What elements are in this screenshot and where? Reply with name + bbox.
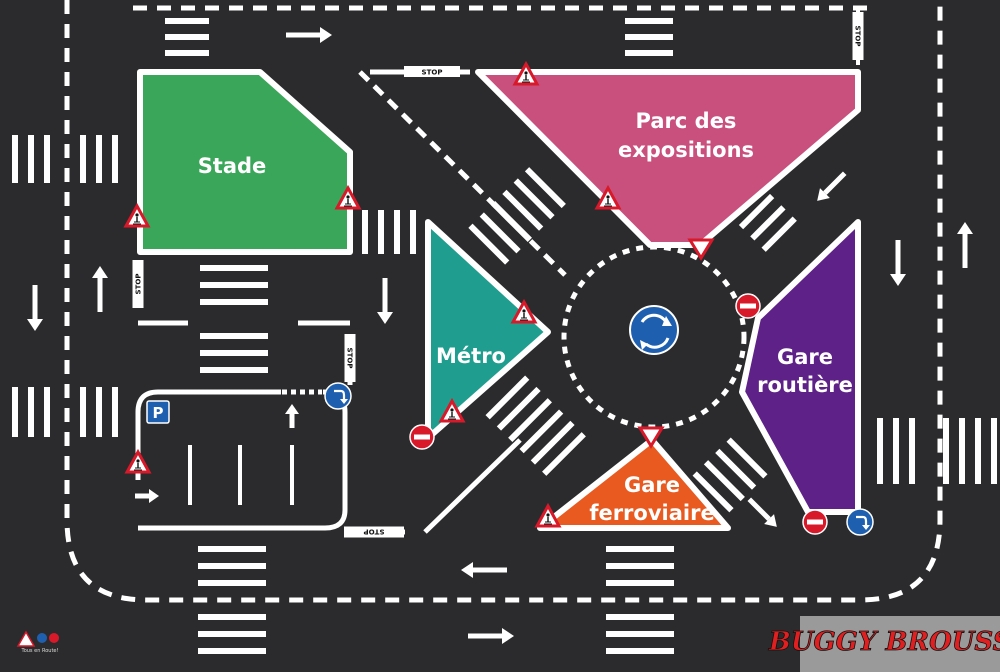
parc-label-line2: expositions <box>618 138 754 162</box>
parc-label-line1: Parc des <box>636 109 737 133</box>
no-entry-sign-icon <box>735 293 761 319</box>
crosswalk-diagonal-sw <box>485 375 586 476</box>
svg-text:P: P <box>153 404 164 422</box>
crosswalk-bottom-center <box>606 546 674 654</box>
svg-text:STOP: STOP <box>364 528 385 536</box>
stop-line-left: STOP <box>132 260 144 308</box>
metro-zone <box>425 219 551 441</box>
mandatory-turn-sign-icon <box>845 507 875 537</box>
parking-sign-icon: P <box>146 400 170 424</box>
stop-line-center: STOP <box>344 334 356 382</box>
crosswalk-diagonal-nw <box>468 167 566 265</box>
svg-text:STOP: STOP <box>346 348 354 369</box>
stop-line-top: STOP <box>404 66 460 77</box>
svg-text:STOP: STOP <box>854 26 862 47</box>
svg-text:BUGGY BROUSSE: BUGGY BROUSSE <box>768 627 1000 657</box>
pedestrian-crossing-sign-icon <box>125 450 151 474</box>
parc-expositions-zone <box>475 69 861 248</box>
stop-line-bottom: STOP <box>344 526 404 538</box>
no-entry-sign-icon <box>409 424 435 450</box>
small-logo: Tous en Route! <box>16 628 64 654</box>
gare-ferroviaire-label-line2: ferroviaire <box>589 501 714 525</box>
crosswalk-left-bottom <box>12 387 118 437</box>
crosswalk-left-top <box>12 135 118 183</box>
gare-routiere-label-line1: Gare <box>777 345 833 369</box>
svg-text:STOP: STOP <box>135 274 143 295</box>
direction-arrows <box>27 27 973 644</box>
roundabout-sign-icon <box>629 305 679 355</box>
crosswalk-top-left <box>165 18 209 56</box>
svg-text:Tous en Route!: Tous en Route! <box>21 648 59 654</box>
stade-label: Stade <box>198 154 267 178</box>
svg-text:STOP: STOP <box>422 69 443 77</box>
crosswalk-stade-right <box>362 210 416 254</box>
stop-line-top-right: STOP <box>852 12 864 60</box>
gare-routiere-label-line2: routière <box>757 373 853 397</box>
crosswalk-diagonal-se <box>692 437 768 513</box>
gare-routiere-zone <box>739 219 861 515</box>
mandatory-turn-sign-icon <box>323 381 353 411</box>
metro-label: Métro <box>436 344 506 368</box>
crosswalk-right <box>877 418 997 484</box>
crosswalk-top-right <box>625 18 673 56</box>
no-entry-sign-icon <box>802 509 828 535</box>
crosswalk-diagonal-ne <box>738 193 797 252</box>
crosswalk-center-left <box>200 265 268 373</box>
gare-ferroviaire-zone <box>537 437 731 531</box>
gare-ferroviaire-label-line1: Gare <box>624 473 680 497</box>
buggy-brousse-logo: BUGGY BROUSSE <box>767 616 1000 672</box>
crosswalk-bottom-left <box>198 546 266 654</box>
